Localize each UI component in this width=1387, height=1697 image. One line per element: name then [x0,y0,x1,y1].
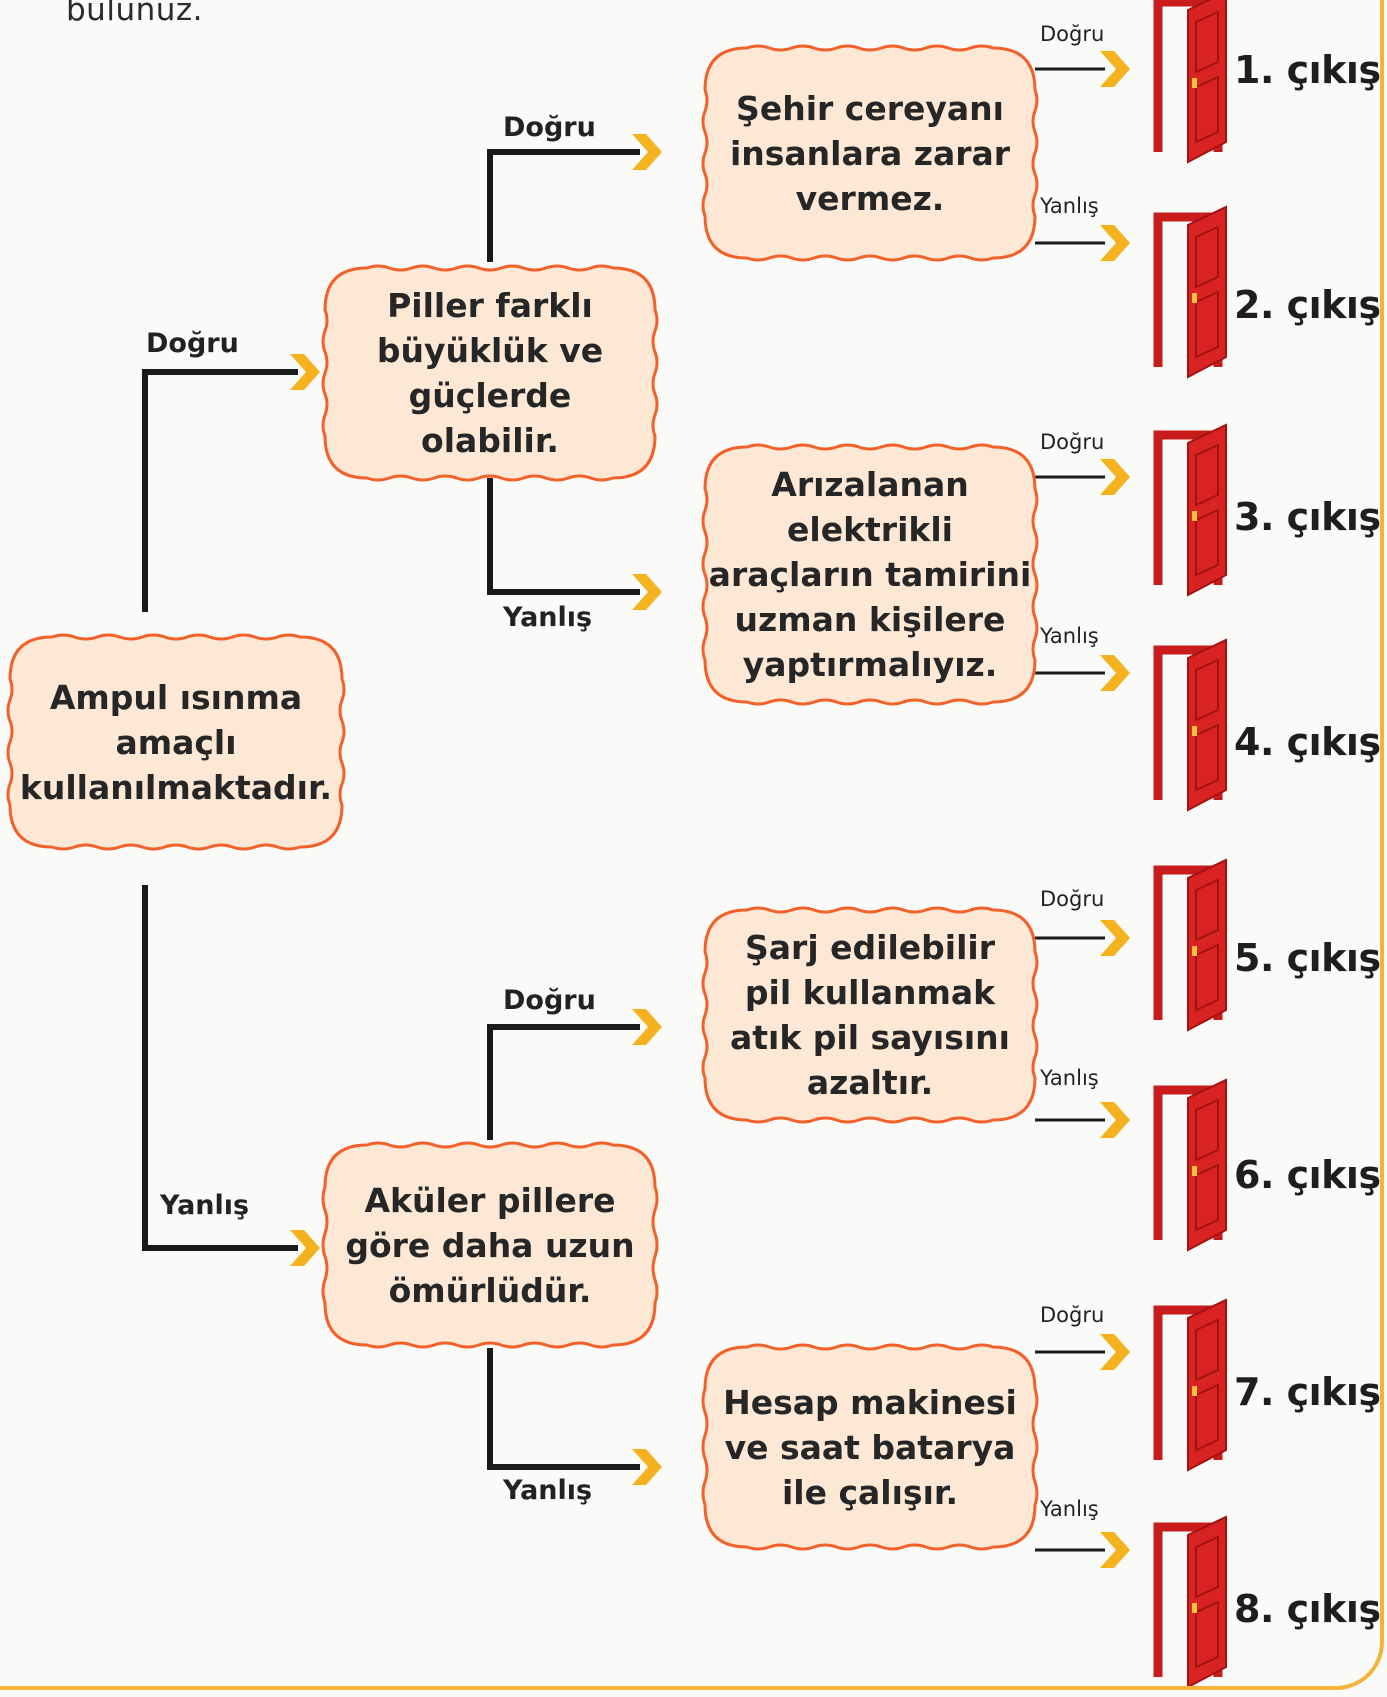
level2-box-2 [701,443,1039,706]
level2-box-text-3: Şarj edilebilir pil kullanmak atık pil s… [729,928,1010,1102]
level2-box-text-1: Şehir cereyanı insanlara zarar vermez. [729,88,1011,218]
edge-label-l1-0-true: Doğru [503,112,596,143]
door-icon [1158,640,1226,810]
connector-l1-0-true [487,149,640,262]
exit-label-1: 1. çıkış [1234,48,1381,92]
door-icon [1158,207,1226,377]
edge-label-l1-1-true: Doğru [503,985,596,1016]
door-icon [1158,1080,1226,1250]
edge-label-exit-3: Doğru [1040,430,1105,454]
door-icon [1158,1300,1226,1470]
level1-box-2 [321,1141,659,1349]
root-box [6,633,346,851]
root-box-text: Ampul ısınma amaçlı kullanılmaktadır. [19,677,333,807]
edge-label-exit-6: Yanlış [1040,1066,1099,1090]
level1-box-1 [321,264,659,482]
level2-box-4 [701,1343,1039,1551]
door-icon [1158,860,1226,1030]
edge-label-root-false: Yanlış [160,1190,250,1221]
door-icon [1158,0,1226,162]
level2-box-1 [701,44,1039,262]
intro-text: bulunuz. [66,0,204,28]
level1-box-text-1: Piller farklı büyüklük ve güçlerde olabi… [376,286,604,460]
edge-label-exit-4: Yanlış [1040,624,1099,648]
exit-label-7: 7. çıkış [1234,1370,1381,1414]
edge-label-l1-0-false: Yanlış [503,602,593,633]
edge-label-exit-1: Doğru [1040,22,1105,46]
door-icon [1158,425,1226,595]
edge-label-root-true: Doğru [146,328,239,359]
exit-label-5: 5. çıkış [1234,936,1381,980]
connector-l1-0-false [487,478,640,595]
edge-label-exit-7: Doğru [1040,1303,1105,1327]
edge-label-l1-1-false: Yanlış [503,1475,593,1506]
door-icon [1158,1517,1226,1687]
connector-l1-1-true [487,1024,640,1140]
level1-box-text-2: Aküler pillere göre daha uzun ömürlüdür. [345,1180,635,1310]
exit-label-2: 2. çıkış [1234,283,1381,327]
edge-label-exit-2: Yanlış [1040,194,1099,218]
edge-label-exit-8: Yanlış [1040,1497,1099,1521]
edge-label-exit-5: Doğru [1040,887,1105,911]
exit-label-3: 3. çıkış [1234,495,1381,539]
level2-box-3 [701,906,1039,1124]
exit-label-6: 6. çıkış [1234,1153,1381,1197]
connector-root-true [142,369,298,612]
connector-l1-1-false [487,1348,640,1470]
exit-label-8: 8. çıkış [1234,1587,1381,1631]
connector-root-false [142,885,298,1251]
level2-box-text-2: Arızalanan elektrikli araçların tamirini… [708,465,1032,684]
level2-box-text-4: Hesap makinesi ve saat batarya ile çalış… [723,1382,1017,1512]
exit-label-4: 4. çıkış [1234,720,1381,764]
